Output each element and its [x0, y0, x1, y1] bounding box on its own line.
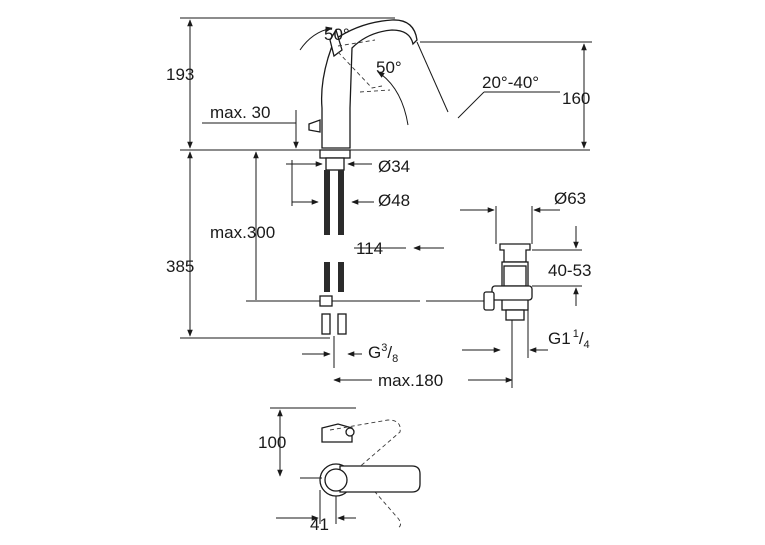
base-diameter-label: Ø48 — [378, 191, 410, 210]
waste-side-fitting — [483, 291, 495, 311]
total-height-label: 193 — [166, 65, 194, 84]
waste-slot — [503, 265, 527, 287]
hose-right-lower — [338, 262, 344, 292]
angle-arc-side — [377, 71, 409, 126]
hose-fitting-left — [321, 313, 331, 335]
mounting-flange — [319, 149, 351, 159]
angle-arc-top — [299, 26, 333, 51]
plan-base-inner — [324, 468, 348, 492]
waste-tail — [505, 309, 525, 321]
handle-lever — [329, 28, 343, 58]
deck-thickness-label: max. 30 — [210, 103, 270, 122]
rotation-leader — [416, 41, 449, 113]
connection-thread-label: G3/8 — [368, 342, 398, 365]
plan-offset-label: 41 — [310, 515, 329, 534]
below-deck-label: 385 — [166, 257, 194, 276]
plan-handle-ghost — [329, 419, 401, 471]
popup-waste — [483, 243, 533, 321]
waste-flange — [499, 243, 531, 263]
hose-fitting-right — [337, 313, 347, 335]
plan-handle-knob — [345, 427, 355, 437]
hose-right-upper — [338, 170, 344, 235]
waste-nut — [491, 285, 533, 301]
waste-offset-label: 114 — [356, 239, 383, 258]
lever-ghost-top — [337, 39, 376, 47]
waste-diameter-label: Ø63 — [554, 189, 586, 208]
hose-left-lower — [324, 262, 330, 292]
shank-diameter-label: Ø34 — [378, 157, 410, 176]
waste-range-label: 40-53 — [548, 261, 591, 280]
lever-ghost-side-2 — [359, 89, 391, 93]
popup-rod — [308, 119, 321, 133]
plan-depth-label: 100 — [258, 433, 286, 452]
waste-distance-label: max.180 — [378, 371, 443, 390]
linkage-clip — [319, 295, 333, 307]
plan-handle-ghost-2 — [355, 469, 401, 529]
lever-ghost-side — [337, 51, 383, 89]
handle-angle-side-label: 50° — [376, 58, 402, 77]
label-mask — [372, 368, 468, 390]
plan-view: 100 41 — [258, 407, 421, 534]
plan-spout — [339, 465, 421, 493]
hose-left-upper — [324, 170, 330, 235]
elevation-view: 50° 50° 20°-40° 193 160 max. 30 Ø34 — [166, 17, 592, 390]
hose-length-label: max.300 — [210, 223, 275, 242]
spout-rotation-label: 20°-40° — [482, 73, 539, 92]
mounting-nut — [325, 157, 345, 171]
rotation-leader-2 — [457, 91, 485, 119]
handle-angle-top-label: 50° — [324, 25, 350, 44]
faucet-body — [320, 19, 418, 149]
spout-height-label: 160 — [562, 89, 590, 108]
